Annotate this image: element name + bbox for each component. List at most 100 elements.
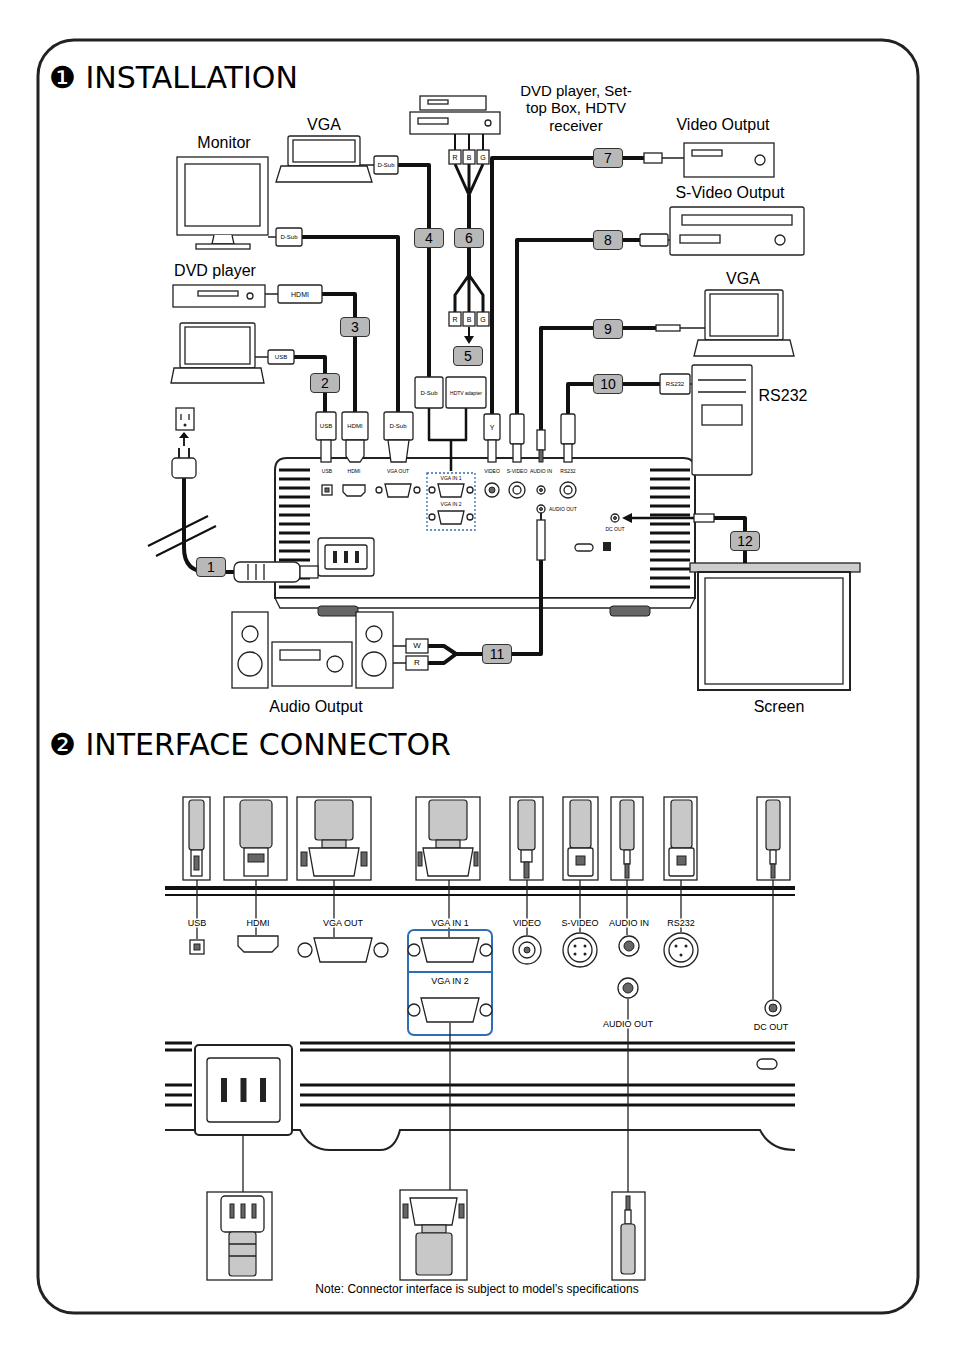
callout-number-text: 1 — [207, 559, 215, 575]
projector-rear — [540, 489, 543, 492]
cable-plug — [537, 520, 545, 560]
interface-connector — [570, 800, 591, 848]
interface-connector — [183, 797, 210, 880]
cable-plug — [300, 566, 318, 578]
port-label: VGA IN 1 — [430, 919, 470, 928]
plug-label: HDMI — [346, 423, 363, 429]
interface-connector — [418, 852, 422, 866]
source-device — [684, 143, 774, 177]
interface-connector — [408, 944, 420, 956]
plug-label: R — [451, 316, 458, 323]
cable — [622, 513, 632, 523]
interface-connector — [429, 800, 467, 840]
cable-plug — [346, 440, 364, 462]
cable-plug — [316, 412, 336, 440]
interface-connector — [625, 864, 629, 878]
cable-plug — [172, 458, 196, 478]
plug-label: HDTV adapter — [449, 391, 483, 396]
interface-connector — [669, 848, 694, 876]
cable — [429, 408, 466, 471]
source-device — [705, 578, 843, 684]
interface-connector — [194, 944, 200, 950]
interface-connector — [765, 1000, 781, 1016]
interface-connector — [416, 797, 480, 880]
interface-connector — [248, 854, 264, 862]
callout-number-text: 9 — [604, 321, 612, 337]
source-device — [185, 164, 260, 226]
interface-connector — [422, 1225, 446, 1233]
interface-connector — [297, 797, 371, 880]
callout-number: 4 — [414, 228, 444, 248]
source-device — [705, 290, 783, 340]
plug-label: B — [466, 154, 473, 161]
cable — [541, 328, 656, 430]
cable-plug — [179, 438, 189, 458]
source-device — [702, 405, 742, 425]
source-device — [692, 150, 722, 156]
interface-connector — [664, 933, 698, 967]
cable — [468, 327, 470, 336]
source-device — [288, 136, 360, 166]
port-label: VGA OUT — [322, 919, 364, 928]
plug-label: R — [413, 659, 421, 667]
callout-number: 5 — [453, 346, 483, 366]
source-device — [185, 327, 250, 364]
device-label: Audio Output — [268, 699, 363, 715]
projector-rear — [575, 544, 593, 551]
cable-plug — [179, 432, 189, 438]
cable-plug — [255, 158, 705, 663]
interface-connector — [671, 800, 692, 848]
projector-rear — [489, 487, 495, 493]
callout-number-text: 8 — [604, 232, 612, 248]
cable — [455, 134, 483, 150]
interface-connector — [563, 797, 598, 880]
projector-rear — [275, 458, 695, 598]
port-label: VIDEO — [483, 469, 501, 474]
section-heading: ❶ INSTALLATION — [48, 63, 299, 93]
port-label: VGA IN 1 — [440, 476, 463, 481]
interface-connector — [480, 944, 492, 956]
source-device — [410, 112, 500, 134]
interface-connector — [769, 1004, 777, 1012]
cable-plug — [321, 440, 331, 462]
section-heading: ❷ INTERFACE CONNECTOR — [48, 730, 452, 760]
interface-connector — [770, 850, 776, 864]
port-label: VGA IN 2 — [440, 502, 463, 507]
interface-connector — [771, 864, 775, 878]
interface-connector — [459, 1204, 464, 1218]
projector-rear — [325, 488, 329, 492]
callout-number-text: 4 — [425, 230, 433, 246]
interface-connector — [757, 797, 790, 880]
port-label: VIDEO — [512, 919, 542, 928]
source-device — [327, 656, 343, 672]
cable-plug — [477, 150, 489, 164]
interface-connector — [513, 936, 541, 964]
plug-label: D-Sub — [388, 423, 407, 429]
interface-connector — [680, 954, 683, 957]
interface-connector — [241, 1078, 247, 1102]
source-device — [171, 368, 264, 383]
callout-number-text: 12 — [737, 533, 753, 549]
cable-plug — [640, 234, 668, 246]
source-device — [272, 642, 352, 686]
projector-rear — [603, 542, 611, 551]
cable-plug — [660, 374, 690, 394]
projector-rear — [385, 484, 411, 497]
interface-connector — [243, 999, 628, 1192]
interface-connector — [240, 800, 272, 848]
projector-rear — [485, 483, 499, 497]
interface-connector — [165, 797, 795, 1280]
port-label: RS232 — [666, 919, 696, 928]
source-device — [428, 100, 448, 104]
callout-number: 12 — [730, 531, 760, 551]
plug-label: B — [466, 316, 473, 323]
device-label: Video Output — [675, 117, 770, 133]
source-device — [362, 652, 386, 676]
interface-connector — [568, 938, 592, 962]
projector-rear — [560, 482, 576, 498]
port-label: HDMI — [347, 469, 362, 474]
cable-plug — [234, 562, 300, 582]
cable — [302, 237, 398, 412]
interface-connector — [400, 1190, 467, 1280]
